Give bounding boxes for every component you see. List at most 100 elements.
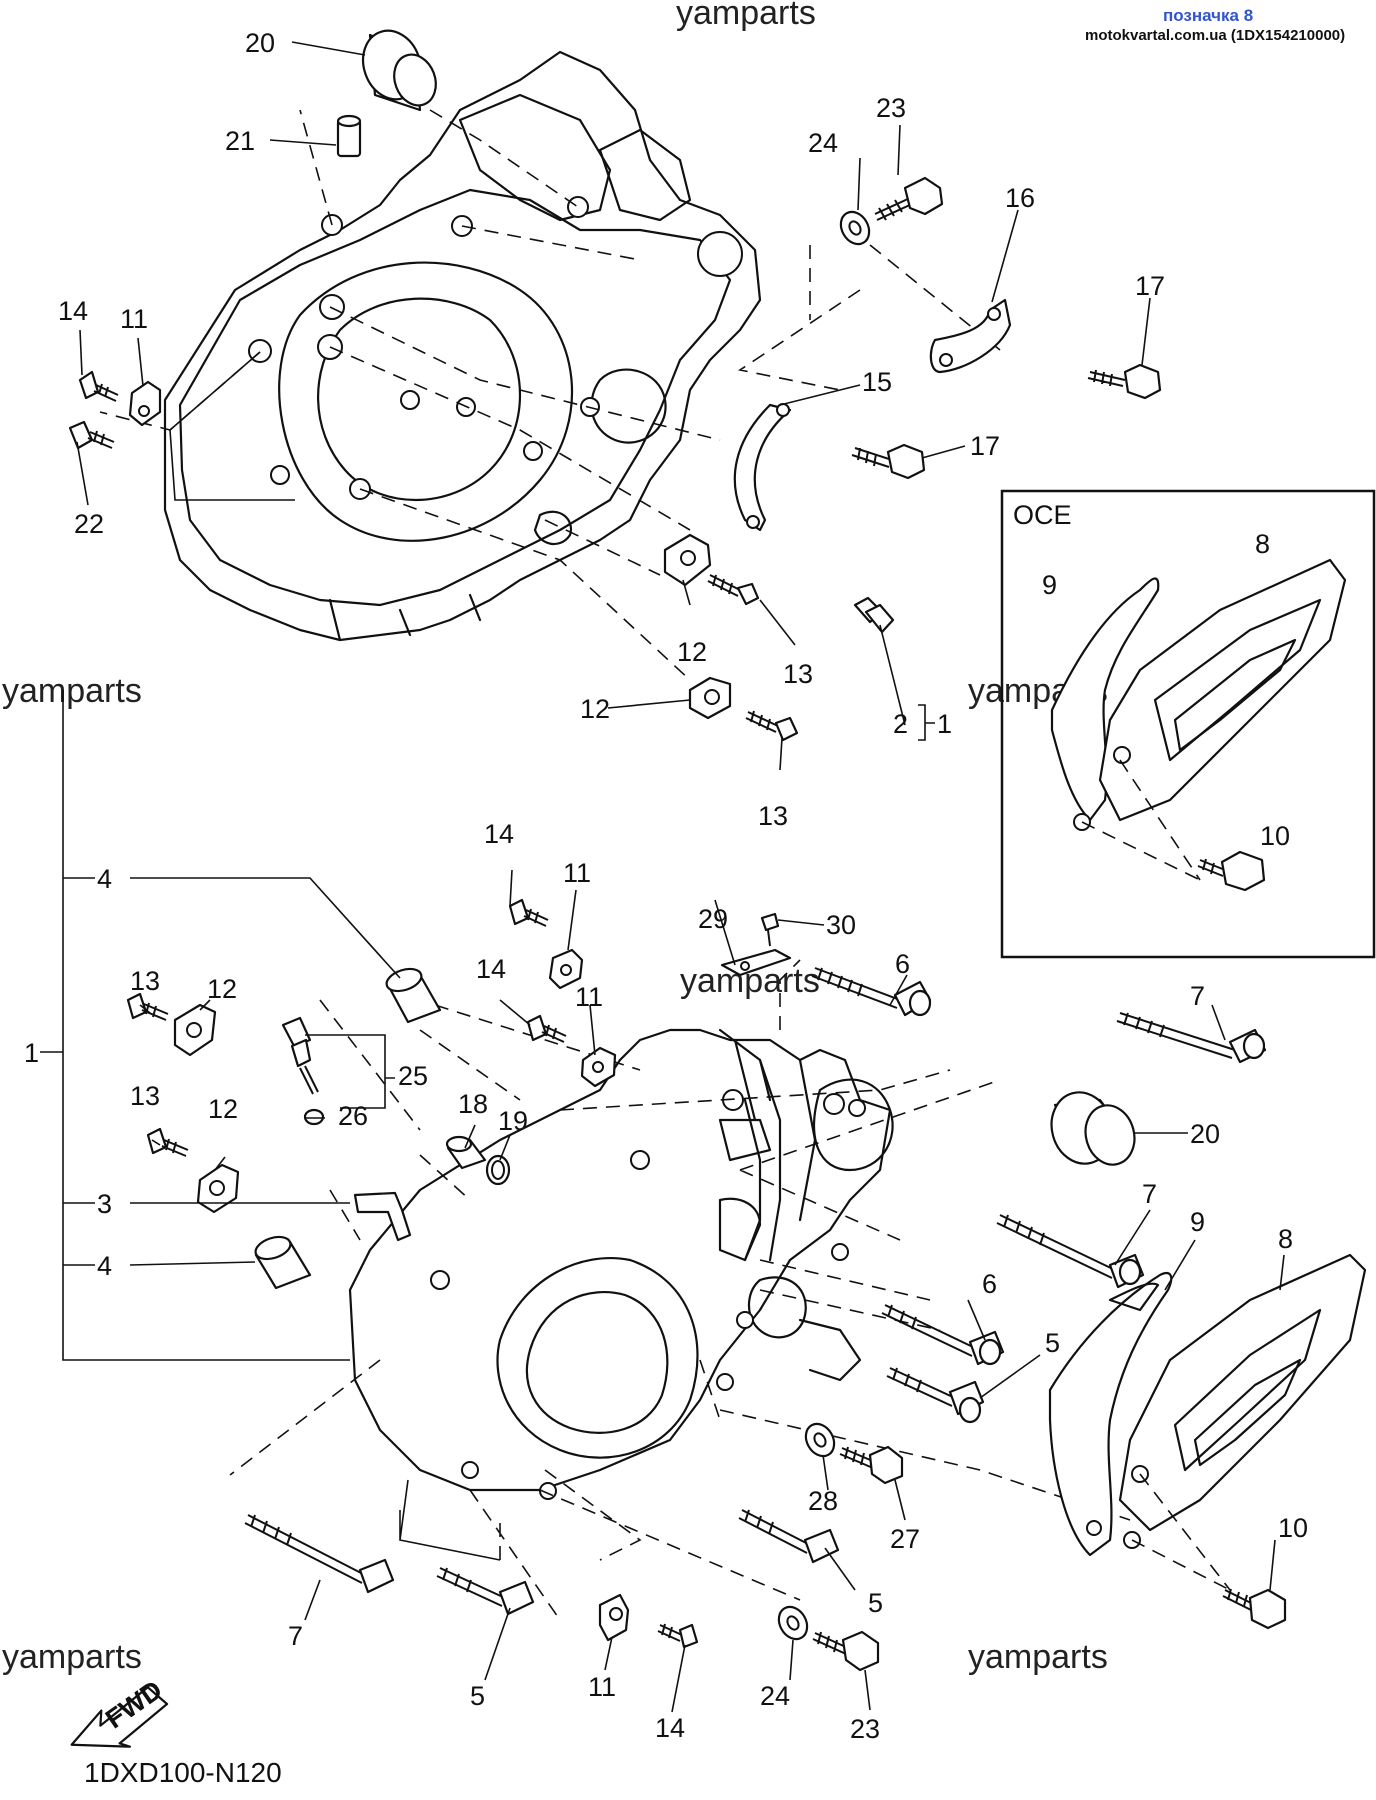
part-10-bolt [1222, 1588, 1287, 1630]
part-11-plate-upper [128, 380, 162, 427]
watermark-top: yamparts [676, 0, 816, 32]
callout-13-a: 13 [783, 659, 813, 689]
callout-9: 9 [1190, 1207, 1205, 1237]
part-17-bolt-b [851, 443, 926, 480]
part-16-bracket [929, 298, 1012, 374]
oce-inset: OCE [1000, 489, 1376, 959]
part-28-washer [804, 1422, 836, 1458]
part-13-screw-b [745, 710, 799, 742]
callout-25: 25 [398, 1061, 428, 1091]
part-14-screw-c [526, 1014, 567, 1043]
part-6-bolt-a [811, 967, 932, 1017]
callout-10-inset: 10 [1260, 821, 1290, 851]
part-12-clamp-a [663, 533, 712, 587]
header-badge: позначка 8 [1163, 6, 1254, 25]
part-14-screw-b [508, 898, 549, 927]
callout-13-c: 13 [130, 966, 160, 996]
part-26-o-ring [303, 1108, 325, 1126]
callout-9-inset: 9 [1042, 570, 1057, 600]
callout-17-b: 17 [970, 431, 1000, 461]
callout-16: 16 [1005, 183, 1035, 213]
part-8-cover [1118, 1253, 1367, 1549]
callout-14-c: 14 [476, 954, 506, 984]
callout-11-b: 11 [563, 858, 591, 888]
part-22-bolt [68, 420, 115, 450]
part-7-bolt-c [244, 1514, 395, 1594]
callout-5-a: 5 [1045, 1328, 1060, 1358]
part-7-bolt-a [1116, 1012, 1267, 1064]
watermark-bottom-left: yamparts [2, 1638, 142, 1676]
part-2-switch [853, 596, 895, 634]
header-source: motokvartal.com.ua (1DX154210000) [1085, 27, 1346, 44]
callout-4-a: 4 [97, 864, 112, 894]
callout-13-d: 13 [130, 1081, 160, 1111]
callout-26: 26 [338, 1101, 368, 1131]
callout-22: 22 [74, 509, 104, 539]
part-30-screw [760, 912, 780, 947]
bearing-boss [813, 1078, 894, 1172]
part-8-cover-inset [1098, 558, 1347, 822]
part-27-bolt [839, 1445, 904, 1485]
part-10-bolt-inset [1220, 850, 1266, 892]
callout-30: 30 [826, 910, 856, 940]
part-20-sleeve-lower [1050, 1091, 1136, 1166]
part-11-plate-c [580, 1046, 617, 1088]
callout-2: 2 [893, 709, 908, 739]
part-12-clamp-c [173, 1003, 217, 1057]
callout-24-lower: 24 [760, 1681, 790, 1711]
callout-5-b: 5 [868, 1588, 883, 1618]
part-23-bolt-lower [812, 1630, 880, 1672]
part-5-bolt-a [886, 1367, 985, 1424]
callout-28: 28 [808, 1486, 838, 1516]
part-14-screw-upper [78, 370, 119, 402]
callout-8-inset: 8 [1255, 529, 1270, 559]
part-7-bolt-b [996, 1214, 1145, 1289]
callout-15: 15 [862, 367, 892, 397]
part-11-plate-d [598, 1593, 630, 1642]
callout-11-c: 11 [575, 982, 603, 1012]
part-4-dowel-a [385, 967, 442, 1024]
callout-12-d: 12 [208, 1094, 238, 1124]
part-24-washer-upper [839, 210, 871, 246]
part-19-o-ring [485, 1154, 511, 1186]
callout-6-b: 6 [982, 1269, 997, 1299]
callout-4-b: 4 [97, 1251, 112, 1281]
part-15-guide [733, 403, 792, 532]
callout-19: 19 [498, 1106, 528, 1136]
callout-7-c: 7 [288, 1621, 303, 1651]
part-5-bolt-c [436, 1567, 535, 1616]
diagram-code: 1DXD100-N120 [84, 1757, 282, 1788]
callout-29: 29 [698, 904, 728, 934]
part-13-screw-d [146, 1127, 189, 1157]
part-14-screw-d [657, 1623, 699, 1649]
part-9-guard-inset [1050, 577, 1160, 822]
inset-title: OCE [1013, 500, 1072, 530]
callout-7-a: 7 [1190, 981, 1205, 1011]
part-17-bolt-a [1087, 363, 1162, 400]
part-23-bolt-upper [874, 176, 944, 221]
callout-13-b: 13 [758, 801, 788, 831]
part-4-dowel-b [254, 1235, 312, 1290]
part-25-sensor [281, 1016, 319, 1095]
callout-1-b: 1 [24, 1038, 39, 1068]
callout-1-a: 1 [937, 709, 952, 739]
callout-14-d: 14 [655, 1713, 685, 1743]
callout-7-b: 7 [1142, 1179, 1157, 1209]
callout-21: 21 [225, 126, 255, 156]
callout-10: 10 [1278, 1513, 1308, 1543]
callout-20-upper: 20 [245, 28, 275, 58]
part-3-pipe [353, 1191, 412, 1242]
part-21-dowel [336, 114, 362, 158]
part-11-plate-b [548, 948, 584, 990]
callout-8: 8 [1278, 1224, 1293, 1254]
part-20-sleeve-upper [361, 29, 437, 112]
callout-3: 3 [97, 1189, 112, 1219]
callout-labels: 20 21 23 24 16 17 14 11 22 15 17 12 13 1… [24, 28, 1308, 1744]
callout-27: 27 [890, 1524, 920, 1554]
crankcase-right-half [348, 1028, 894, 1500]
callout-14-b: 14 [484, 819, 514, 849]
fwd-arrow-icon: FWD [70, 1675, 169, 1748]
callout-23-lower: 23 [850, 1714, 880, 1744]
